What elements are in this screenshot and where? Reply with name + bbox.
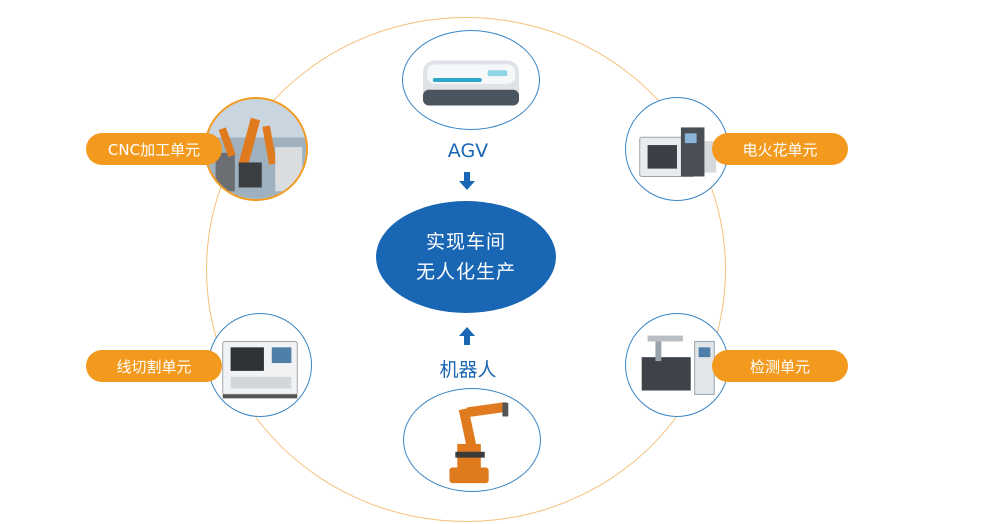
cycle-ring	[206, 17, 726, 522]
unit-label-wire: 线切割单元	[86, 350, 222, 382]
unit-label-inspect: 检测单元	[712, 350, 848, 382]
robot-cell-icon	[206, 99, 306, 199]
robot-caption: 机器人	[439, 359, 497, 381]
inspect-node	[625, 313, 729, 417]
robot-node	[403, 388, 541, 492]
inspection-machine-icon	[641, 335, 715, 395]
wire-cut-machine-icon	[222, 340, 298, 399]
edm-machine-icon	[639, 127, 717, 177]
agv-caption: AGV	[447, 140, 489, 162]
center-line-1: 实现车间	[425, 231, 506, 253]
wire-node	[208, 313, 312, 417]
unit-label-cnc: CNC加工单元	[86, 133, 222, 165]
industrial-robot-icon	[449, 402, 509, 484]
edm-node	[625, 97, 729, 201]
arrow-down-icon	[459, 172, 475, 190]
arrow-up-icon	[459, 327, 475, 345]
agv-icon	[422, 60, 520, 106]
center-goal: 实现车间 无人化生产	[376, 201, 556, 313]
agv-node	[402, 30, 540, 130]
unit-label-edm: 电火花单元	[712, 133, 848, 165]
center-line-2: 无人化生产	[415, 261, 516, 283]
